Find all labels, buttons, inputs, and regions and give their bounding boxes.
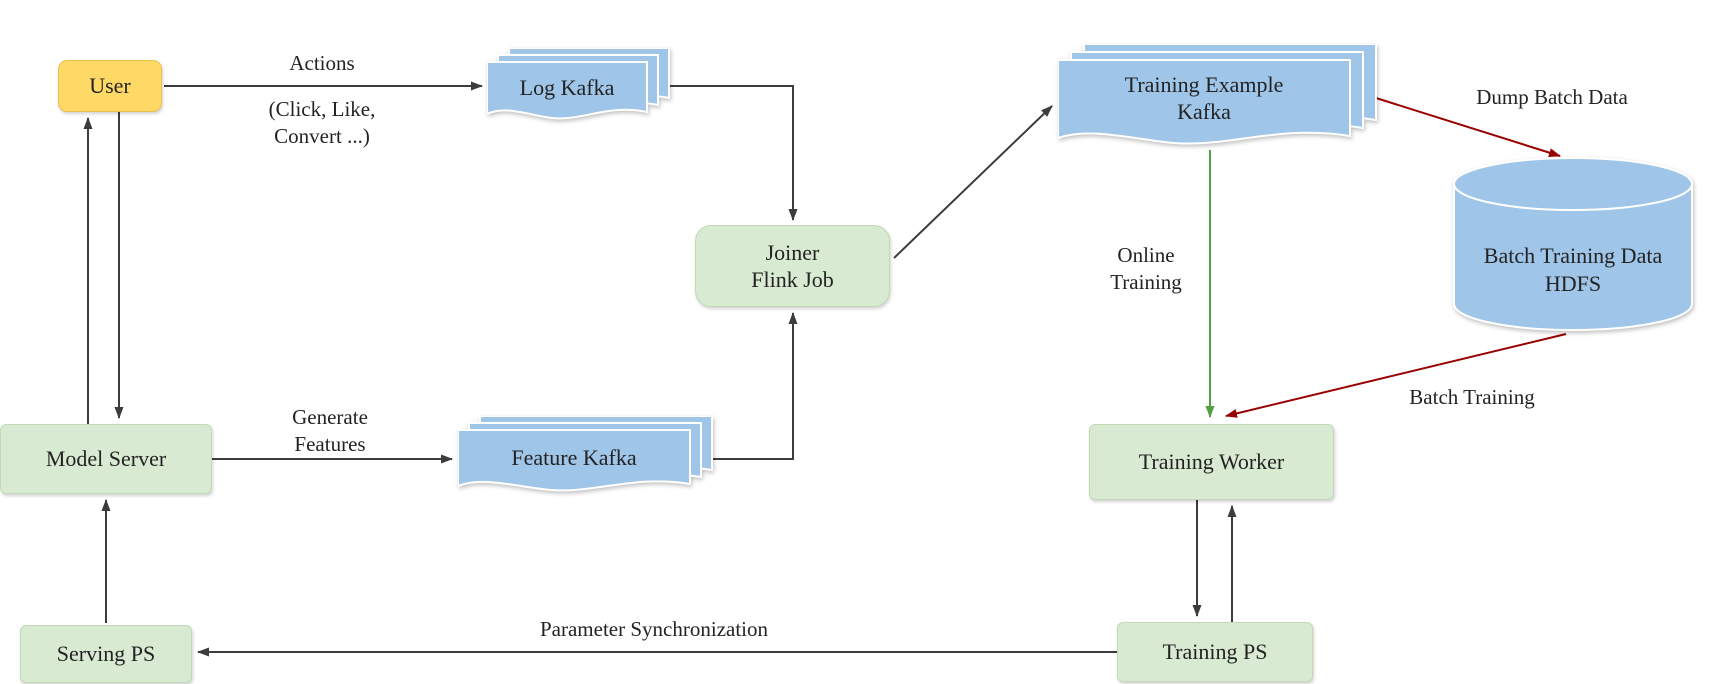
node-feature-kafka: Feature Kafka [458,416,714,498]
arrow-batch-training [1225,333,1567,418]
arrow-dump-batch-data [1375,97,1561,157]
node-training-example-kafka: Training Example Kafka [1058,44,1378,152]
node-batch-training-data-hdfs: Batch Training Data HDFS [1452,156,1694,332]
hdfs-cylinder-icon [1453,157,1693,331]
node-training-example-kafka-label: Training Example Kafka [1124,71,1284,125]
node-batch-training-data-hdfs-label: Batch Training Data HDFS [1483,243,1663,297]
node-joiner-flink-job: Joiner Flink Job [695,225,890,307]
node-model-server: Model Server [0,424,212,494]
arrow-joiner-to-training-example-kafka [893,105,1053,259]
node-log-kafka: Log Kafka [487,48,671,126]
node-model-server-label: Model Server [45,446,167,472]
node-training-ps: Training PS [1117,622,1313,682]
arrow-log-kafka-to-joiner [665,85,798,221]
node-training-worker: Training Worker [1089,424,1334,500]
training-example-kafka-stack-icon [1058,44,1377,145]
arrow-feature-kafka-to-joiner [708,312,798,460]
label-dump-batch-data: Dump Batch Data [1476,85,1628,109]
feature-kafka-stack-icon [458,416,713,492]
label-parameter-synchronization: Parameter Synchronization [539,617,769,641]
node-user: User [58,60,162,112]
node-serving-ps: Serving PS [20,625,192,683]
node-training-worker-label: Training Worker [1138,449,1285,475]
label-batch-training: Batch Training [1409,385,1535,409]
node-user-label: User [89,73,131,99]
node-feature-kafka-label: Feature Kafka [511,445,637,471]
log-kafka-stack-icon [487,48,670,120]
label-generate-features: Generate Features [292,405,368,457]
node-log-kafka-label: Log Kafka [519,75,615,101]
label-online-training: Online Training [1110,243,1182,295]
node-training-ps-label: Training PS [1162,639,1268,665]
label-actions-detail: (Click, Like, Convert ...) [268,97,376,149]
label-actions: Actions [289,51,355,75]
node-serving-ps-label: Serving PS [56,641,156,667]
